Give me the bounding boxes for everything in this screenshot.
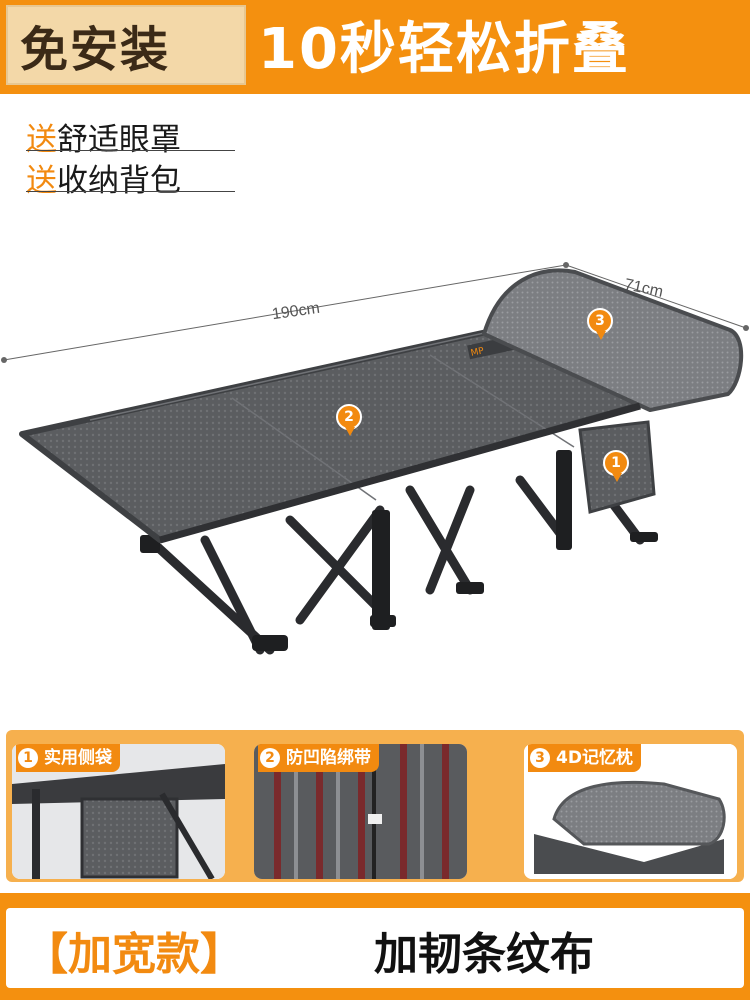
badge-text: 免安装: [20, 22, 171, 78]
gift-item: 送收纳背包: [26, 155, 181, 200]
headline: 10秒轻松折叠: [258, 17, 630, 82]
feature-label: 防凹陷绑带: [286, 748, 371, 768]
gift-text: 收纳背包: [57, 163, 181, 199]
feature-anti-sag-strap[interactable]: 2 防凹陷绑带: [254, 744, 467, 879]
feature-label: 实用侧袋: [44, 748, 112, 768]
gift-prefix: 送: [26, 122, 57, 158]
feature-tag: 3 4D记忆枕: [528, 744, 641, 772]
feature-label: 4D记忆枕: [556, 748, 633, 768]
marker-2[interactable]: 2: [336, 404, 362, 436]
marker-1[interactable]: 1: [603, 450, 629, 482]
divider: [26, 191, 235, 192]
feature-number: 2: [260, 748, 280, 768]
feature-number: 3: [530, 748, 550, 768]
feature-number: 1: [18, 748, 38, 768]
feature-side-pocket[interactable]: 1 实用侧袋: [12, 744, 225, 879]
divider: [26, 150, 235, 151]
brand-logo: MP: [470, 346, 486, 359]
product-stage: MP 190cm 71cm 2 3 1: [0, 210, 750, 690]
gift-item: 送舒适眼罩: [26, 114, 181, 159]
gift-text: 舒适眼罩: [57, 122, 181, 158]
gift-prefix: 送: [26, 163, 57, 199]
marker-3[interactable]: 3: [587, 308, 613, 340]
feature-tag: 1 实用侧袋: [16, 744, 120, 772]
feature-memory-pillow[interactable]: 3 4D记忆枕: [524, 744, 737, 879]
badge-box: [6, 5, 246, 85]
feature-tag: 2 防凹陷绑带: [258, 744, 379, 772]
fabric-label: 加韧条纹布: [374, 929, 594, 980]
variant-label: 【加宽款】: [24, 929, 244, 980]
bottom-panel: [6, 908, 744, 988]
folding-bed-illustration: MP: [1, 262, 749, 655]
